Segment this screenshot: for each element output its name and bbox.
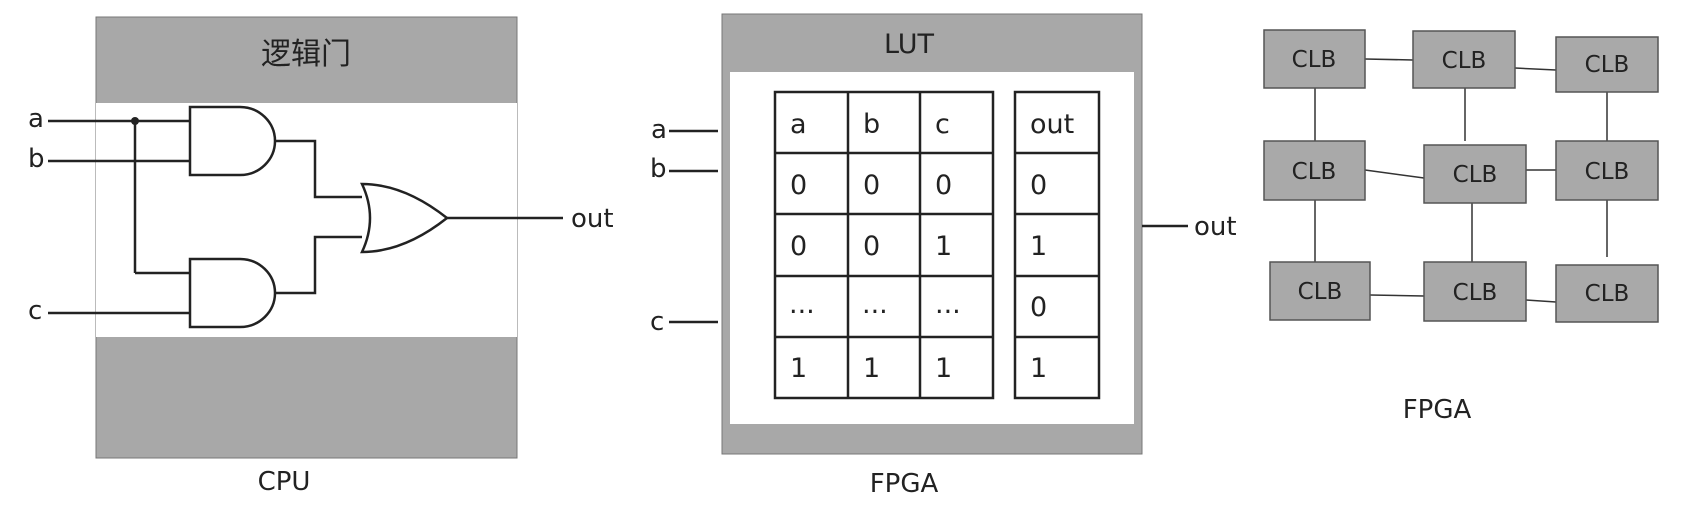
lut-cell: 0 [790, 231, 807, 262]
lut-wires [669, 129, 1188, 324]
lut-input-a: a [651, 115, 667, 145]
cpu-input-c: c [28, 296, 42, 326]
clb-block [1555, 264, 1659, 323]
clb-caption: FPGA [1403, 395, 1472, 425]
and-gate-1 [188, 105, 277, 177]
clb-block [1555, 36, 1659, 93]
cpu-inner-area [96, 103, 517, 337]
lut-cell: 0 [790, 170, 807, 201]
lut-cell: 0 [863, 170, 880, 201]
lut-header-out: out [1030, 109, 1074, 140]
lut-cell: 1 [935, 231, 952, 262]
cpu-wires [48, 119, 563, 315]
lut-cell: ... [862, 289, 888, 320]
lut-out-cell: 1 [1030, 231, 1047, 262]
lut-truth-table-grid [773, 90, 1101, 400]
lut-header-c: c [935, 109, 950, 140]
cpu-panel: 逻辑门 a b c out CPU [28, 16, 614, 497]
lut-input-c: c [650, 307, 664, 337]
clb-block [1263, 29, 1366, 89]
clb-label: CLB [1453, 162, 1498, 188]
lut-cell: ... [935, 289, 961, 320]
lut-input-b: b [650, 154, 667, 184]
cpu-output-label: out [571, 204, 614, 234]
lut-cell: 1 [935, 353, 952, 384]
junction-dot [131, 117, 139, 125]
clb-label: CLB [1442, 48, 1487, 74]
lut-caption: FPGA [870, 469, 939, 499]
clb-label: CLB [1585, 159, 1630, 185]
or-gate [360, 182, 450, 254]
clb-label: CLB [1585, 281, 1630, 307]
and-gate-2 [188, 257, 277, 329]
clb-label: CLB [1292, 159, 1337, 185]
lut-panel: LUT a b c out a b [650, 13, 1237, 499]
clb-label: CLB [1298, 279, 1343, 305]
clb-label: CLB [1585, 52, 1630, 78]
lut-out-cell: 0 [1030, 292, 1047, 323]
lut-header-b: b [863, 109, 880, 140]
clb-block [1263, 140, 1366, 201]
clb-block [1423, 261, 1527, 322]
clb-block [1555, 140, 1659, 201]
lut-cell: 0 [935, 170, 952, 201]
lut-cell: 1 [863, 353, 880, 384]
cpu-input-a: a [28, 104, 44, 134]
lut-title: LUT [884, 29, 934, 60]
cpu-caption: CPU [258, 467, 311, 497]
lut-output-label: out [1194, 212, 1237, 242]
clb-interconnect [1314, 58, 1608, 303]
clb-label: CLB [1453, 280, 1498, 306]
clb-block [1423, 144, 1527, 204]
lut-cell: 1 [790, 353, 807, 384]
clb-label: CLB [1292, 47, 1337, 73]
lut-inner-area [730, 72, 1134, 424]
lut-cell: ... [789, 289, 815, 320]
clb-block [1412, 30, 1516, 89]
clb-block [1269, 261, 1371, 321]
cpu-title: 逻辑门 [261, 37, 351, 72]
lut-out-cell: 1 [1030, 353, 1047, 384]
lut-cell: 0 [863, 231, 880, 262]
lut-out-cell: 0 [1030, 170, 1047, 201]
lut-header-a: a [790, 109, 807, 140]
cpu-input-b: b [28, 144, 45, 174]
clb-panel: CLB CLB CLB CLB CLB CLB CLB CLB CLB FPGA [1263, 29, 1659, 425]
